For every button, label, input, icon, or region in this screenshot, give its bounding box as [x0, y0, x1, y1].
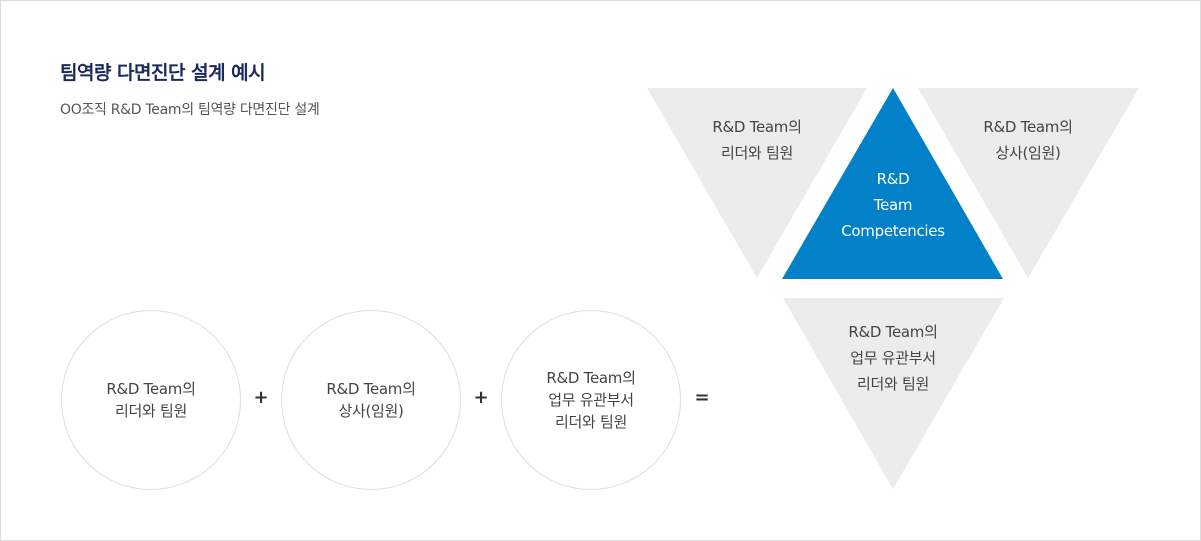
circle-superior-executive: R&D Team의 상사(임원): [281, 310, 461, 490]
circle-label-line: 리더와 팀원: [555, 413, 627, 431]
triangle-right-label: R&D Team의 상사(임원): [948, 114, 1108, 166]
circle-label: R&D Team의 리더와 팀원: [106, 378, 195, 422]
triangle-label-line: 업무 유관부서: [850, 349, 936, 367]
triangle-label-line: Competencies: [841, 222, 945, 240]
equals-operator: =: [694, 387, 710, 408]
triangle-center: [782, 88, 1003, 279]
circle-label-line: R&D Team의: [546, 369, 636, 387]
triangle-label-line: R&D Team의: [983, 118, 1073, 136]
page-subtitle: OO조직 R&D Team의 팀역량 다면진단 설계: [60, 102, 320, 118]
triangle-label-line: R&D Team의: [848, 323, 938, 341]
triangle-label-line: R&D Team의: [712, 118, 802, 136]
triangle-right: [918, 88, 1139, 278]
triangle-label-line: 리더와 팀원: [857, 375, 929, 393]
triangle-bottom: [783, 298, 1004, 489]
circle-leader-members: R&D Team의 리더와 팀원: [61, 310, 241, 490]
triangle-label-line: R&D: [876, 170, 910, 188]
triangle-label-line: 상사(임원): [995, 144, 1061, 162]
circle-label-line: 상사(임원): [338, 402, 404, 420]
circle-label-line: R&D Team의: [326, 380, 416, 398]
triangle-left: [647, 88, 867, 278]
triangle-center-label: R&D Team Competencies: [813, 166, 973, 244]
triangle-bottom-label: R&D Team의 업무 유관부서 리더와 팀원: [813, 319, 973, 397]
circle-label-line: R&D Team의: [106, 380, 196, 398]
circle-label-line: 리더와 팀원: [115, 402, 187, 420]
circle-related-department: R&D Team의 업무 유관부서 리더와 팀원: [501, 310, 681, 490]
triangle-label-line: Team: [873, 196, 913, 214]
circle-label: R&D Team의 상사(임원): [326, 378, 415, 422]
triangle-left-label: R&D Team의 리더와 팀원: [677, 114, 837, 166]
circle-label: R&D Team의 업무 유관부서 리더와 팀원: [546, 367, 635, 433]
circle-label-line: 업무 유관부서: [548, 391, 634, 409]
triangle-label-line: 리더와 팀원: [721, 144, 793, 162]
plus-operator: +: [473, 387, 489, 408]
page-title: 팀역량 다면진단 설계 예시: [60, 62, 266, 84]
plus-operator: +: [253, 387, 269, 408]
